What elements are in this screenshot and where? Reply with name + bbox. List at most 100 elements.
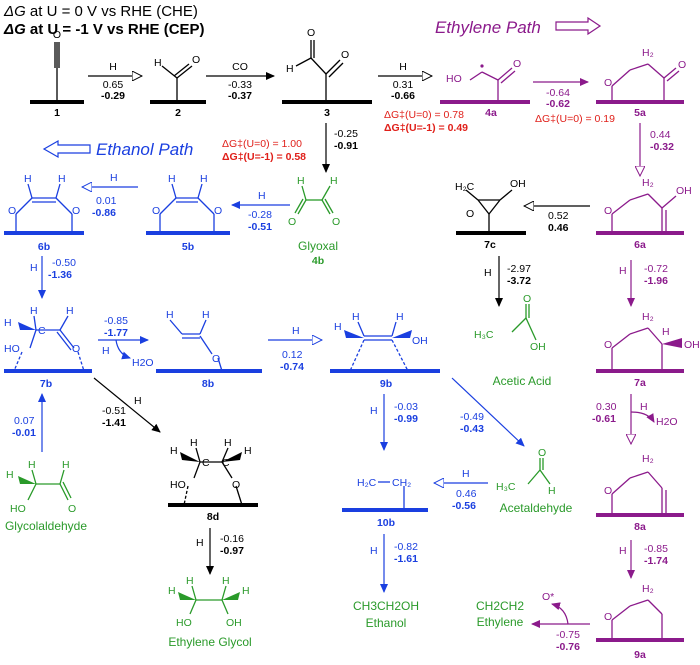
step-4b-5b-reagent: H	[258, 190, 266, 202]
glycolaldehyde-structure	[27, 469, 72, 501]
arrow-7b-to-8d	[93, 377, 161, 433]
atom-h: H	[286, 63, 294, 75]
atom-h: H	[6, 469, 14, 481]
ethylene-formula: CH2CH2	[476, 599, 524, 613]
species-7b	[4, 315, 92, 373]
step-8a-9a-u0: -0.85	[644, 543, 668, 555]
step-4a-5a-u0: -0.64	[546, 87, 570, 99]
atom-oh: OH	[530, 341, 546, 353]
step-9b-10b-reagent: H	[370, 405, 378, 417]
wedge-bond	[178, 592, 196, 600]
step-7a-8a-u1: -0.61	[592, 413, 616, 425]
atom-h: H	[190, 437, 198, 449]
step-7a-8a-product: H2O	[656, 416, 678, 428]
step-4b-5b-u1: -0.51	[248, 221, 272, 233]
step-7b-8d-u0: -0.51	[102, 405, 126, 417]
species-6b	[4, 183, 84, 235]
atom-h: H	[334, 321, 342, 333]
label-7b: 7b	[40, 378, 52, 390]
atom-o: O	[72, 343, 80, 355]
species-4a	[440, 67, 530, 104]
atom-h: H	[242, 585, 250, 597]
barrier-4b-u0: ΔG‡(U=0) = 1.00	[222, 138, 302, 150]
atom-h2: H₂	[642, 583, 654, 595]
step-6a-7a-u1: -1.96	[644, 275, 668, 287]
atom-ho: HO	[446, 73, 462, 85]
atom-h: H	[168, 585, 176, 597]
step-4a-5a-u1: -0.62	[546, 98, 570, 110]
wedge-bond	[18, 322, 36, 330]
glyoxal-structure	[294, 185, 334, 215]
atom-o: O	[538, 447, 546, 459]
step-8b-9b-reagent: H	[292, 325, 300, 337]
atom-h: H	[30, 305, 38, 317]
atom-c: C	[222, 457, 230, 469]
step-9a-eth-u1: -0.76	[556, 641, 580, 653]
atom-o: O	[53, 29, 61, 41]
step-5a-6a-u0: 0.44	[650, 129, 671, 141]
atom-c: C	[202, 457, 210, 469]
atom-c: C	[38, 325, 46, 337]
step-7b-8d-reagent: H	[134, 395, 142, 407]
atom-o: O	[678, 59, 686, 71]
atom-o: O	[604, 77, 612, 89]
step-3-4b-u0: -0.25	[334, 128, 358, 140]
atom-o: O	[232, 479, 240, 491]
legend-cep: ΔG at U = -1 V vs RHE (CEP)	[3, 21, 205, 38]
step-8d-eg-u1: -0.97	[220, 545, 244, 557]
atom-h2c: H₂C	[357, 477, 377, 489]
atom-h: H	[24, 173, 32, 185]
species-2	[150, 63, 206, 104]
step-3-4a-reagent: H	[399, 61, 407, 73]
atom-oh: OH	[510, 178, 526, 190]
atom-o: O	[212, 353, 220, 365]
label-8b: 8b	[202, 378, 214, 390]
step-5b-6b-u1: -0.86	[92, 207, 116, 219]
ethylene-glycol-label: Ethylene Glycol	[168, 635, 251, 649]
step-7c-aa-u0: -2.97	[507, 263, 531, 275]
atom-h: H	[662, 326, 670, 338]
wedge-bond	[222, 592, 240, 600]
step-7b-8b-u0: -0.85	[104, 315, 128, 327]
ethanol-label: Ethanol	[366, 616, 407, 630]
atom-h: H	[62, 459, 70, 471]
label-8d: 8d	[207, 511, 219, 523]
step-10b-etoh-u1: -1.61	[394, 553, 418, 565]
step-7c-aa-u1: -3.72	[507, 275, 531, 287]
h2o-release-arrow	[115, 339, 131, 360]
species-3	[282, 40, 372, 104]
step-1-2-u0: 0.65	[103, 79, 124, 91]
label-9a: 9a	[634, 649, 646, 661]
ethylene-label: Ethylene	[477, 615, 524, 629]
barrier-4a-u0: ΔG‡(U=0) = 0.78	[384, 109, 464, 121]
species-5a	[596, 63, 684, 104]
step-10b-etoh-u0: -0.82	[394, 541, 418, 553]
acetaldehyde-label: Acetaldehyde	[500, 501, 573, 515]
step-8d-eg-u0: -0.16	[220, 533, 244, 545]
species-10b	[342, 481, 428, 512]
atom-h: H	[66, 305, 74, 317]
atom-h: H	[28, 459, 36, 471]
atom-h: H	[200, 173, 208, 185]
ethanol-path-arrow-icon	[42, 139, 91, 159]
atom-ch2: CH₂	[392, 477, 411, 489]
glyoxal-label: Glyoxal	[298, 239, 338, 253]
step-1-2-u1: -0.29	[101, 90, 125, 102]
atom-h: H	[186, 575, 194, 587]
atom-h: H	[244, 445, 252, 457]
step-2-3-u1: -0.37	[228, 90, 252, 102]
arrow-9b-to-acetaldehyde	[451, 377, 525, 447]
label-4a: 4a	[485, 107, 497, 119]
ethylene-path-title: Ethylene Path	[435, 18, 541, 37]
atom-h: H	[202, 309, 210, 321]
species-8d	[168, 447, 258, 507]
barrier-5a-u0: ΔG‡(U=0) = 0.19	[535, 113, 615, 125]
step-6a-7c-u0: 0.52	[548, 210, 569, 222]
atom-h: H	[224, 437, 232, 449]
step-6a-7a-u0: -0.72	[644, 263, 668, 275]
atom-o: O	[523, 293, 531, 305]
step-3-4b-u1: -0.91	[334, 140, 358, 152]
species-7c	[456, 189, 526, 235]
ethanol-formula: CH3CH2OH	[353, 599, 419, 613]
